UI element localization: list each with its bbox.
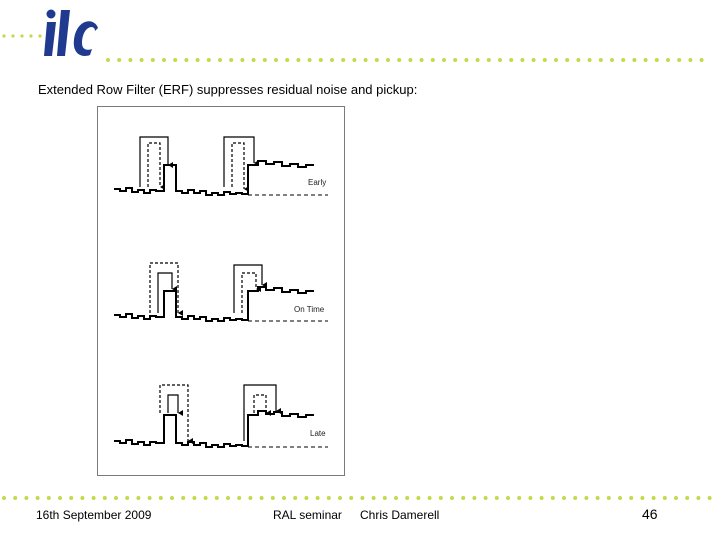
top-dotted-rule [2,34,704,62]
signal-trace [114,410,314,448]
bottom-dotted-rule [2,496,712,500]
page-number: 46 [642,506,658,522]
slide-caption: Extended Row Filter (ERF) suppresses res… [38,82,418,97]
signal-trace [114,160,314,196]
signal-trace [114,286,314,322]
trace-late: Late [114,384,328,448]
footer-seminar: RAL seminar [273,508,342,522]
trace-label-late: Late [310,429,326,438]
footer-author: Chris Damerell [360,508,440,522]
timing-diagram-svg: Early On Time Late [114,136,328,448]
trace-label-early: Early [308,178,326,187]
trace-label-ontime: On Time [294,305,325,314]
trace-ontime: On Time [114,262,328,322]
trace-early: Early [114,136,328,196]
ilc-logo: ilc [44,9,98,56]
footer-date: 16th September 2009 [36,508,152,522]
erf-timing-figure: Early On Time Late [97,106,345,476]
